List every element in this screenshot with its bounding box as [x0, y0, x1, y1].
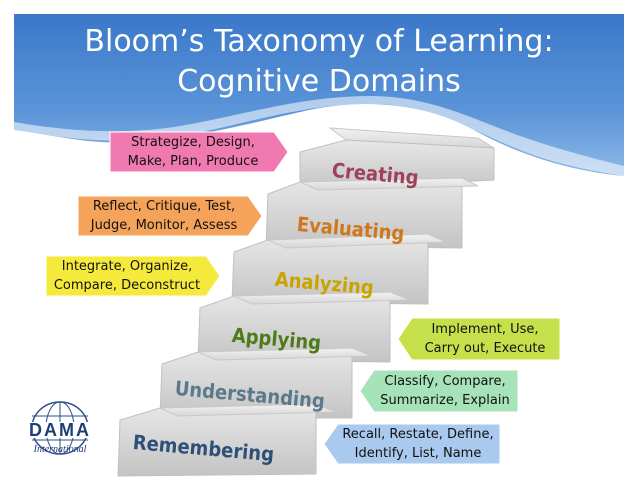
label-analyzing-line1: Integrate, Organize,	[61, 259, 193, 274]
label-applying-line1: Implement, Use,	[431, 322, 539, 337]
label-analyzing: Integrate, Organize, Compare, Deconstruc…	[46, 256, 208, 296]
logo-subtitle-text: International	[33, 444, 87, 455]
label-remembering: Recall, Restate, Define, Identify, List,…	[336, 424, 500, 464]
arrow-remembering	[323, 423, 501, 465]
label-applying: Implement, Use, Carry out, Execute	[410, 318, 560, 360]
label-understanding: Classify, Compare, Summarize, Explain	[372, 370, 518, 412]
label-evaluating-line2: Judge, Monitor, Assess	[90, 218, 238, 233]
arrow-analyzing	[45, 255, 221, 297]
step-evaluating	[265, 177, 479, 249]
label-evaluating-line1: Reflect, Critique, Test,	[92, 199, 236, 214]
dama-logo: DAMA International	[20, 401, 100, 455]
title-line-1: Bloom’s Taxonomy of Learning:	[84, 24, 554, 59]
label-creating: Strategize, Design, Make, Plan, Produce	[110, 132, 276, 172]
step-creating	[299, 127, 495, 191]
arrow-applying	[397, 317, 561, 361]
label-creating-line1: Strategize, Design,	[131, 135, 255, 150]
page-title: Bloom’s Taxonomy of Learning: Cognitive …	[0, 22, 638, 102]
logo-brand-text: DAMA	[29, 420, 91, 440]
label-remembering-line2: Identify, List, Name	[354, 446, 482, 461]
label-analyzing-line2: Compare, Deconstruct	[53, 278, 201, 293]
title-line-2: Cognitive Domains	[177, 64, 461, 99]
label-creating-line2: Make, Plan, Produce	[127, 154, 259, 169]
label-remembering-line1: Recall, Restate, Define,	[342, 427, 494, 442]
label-evaluating: Reflect, Critique, Test, Judge, Monitor,…	[78, 196, 250, 236]
label-applying-line2: Carry out, Execute	[424, 341, 546, 356]
arrow-evaluating	[77, 195, 263, 237]
label-understanding-line2: Summarize, Explain	[380, 393, 510, 408]
step-applying	[197, 291, 411, 363]
arrow-creating	[109, 131, 289, 173]
label-understanding-line1: Classify, Compare,	[384, 374, 506, 389]
arrow-understanding	[359, 369, 519, 413]
step-remembering	[117, 403, 337, 477]
